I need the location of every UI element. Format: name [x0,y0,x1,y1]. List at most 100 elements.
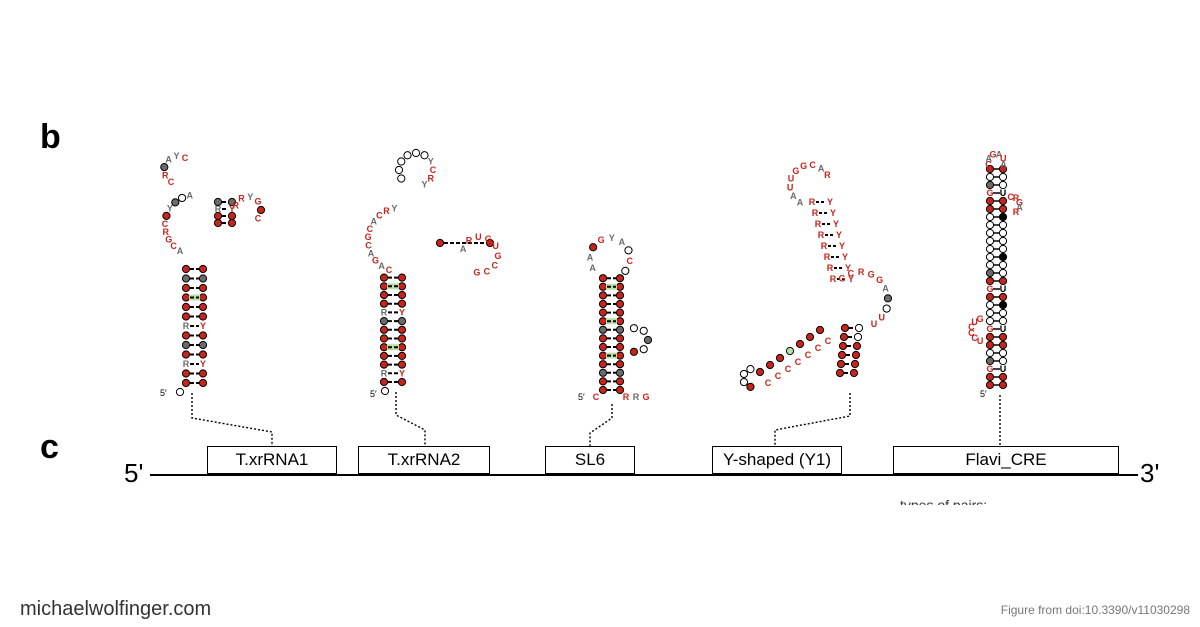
nucleotide-letter: G [838,274,845,284]
nucleotide-dot [739,377,749,387]
nucleotide-letter: U [787,183,794,193]
nucleotide-letter: A [1000,160,1007,170]
nucleotide-dot [615,325,625,334]
nucleotide-dot [598,308,608,317]
nucleotide-dot [181,312,191,321]
nucleotide-letter: R [233,201,240,211]
nucleotide-letter: Y [200,359,206,369]
nucleotide-letter: A [187,190,194,200]
nucleotide-dot [985,276,995,286]
nucleotide-dot [397,334,407,343]
nucleotide-dot [755,367,765,377]
nucleotide-letter: R [1013,193,1020,203]
nucleotide-dot [198,302,208,312]
nucleotide-letter: Y [247,192,253,202]
nucleotide-letter: C [785,364,792,374]
nucleotide-dot [805,332,815,342]
nucleotide-dot [985,244,995,254]
nucleotide-letter: A [818,163,825,173]
nucleotide-dot [998,180,1008,190]
nucleotide-dot [198,274,208,283]
nucleotide-letter: U [1000,324,1007,334]
nucleotide-letter: R [381,368,388,378]
nucleotide-dot [998,252,1008,262]
nucleotide-dot [985,308,995,318]
nucleotide-letter: C [968,322,975,332]
nucleotide-letter: C [971,333,978,343]
nucleotide-letter: Y [399,307,405,317]
nucleotide-letter: A [371,217,378,227]
stem-five-prime-label: 5′ [370,389,377,399]
nucleotide-letter: G [372,256,379,266]
nucleotide-dot [998,300,1008,310]
nucleotide-letter: U [1000,284,1007,294]
nucleotide-dot [598,274,608,283]
nucleotide-dot [379,317,389,326]
nucleotide-dot [998,380,1008,390]
nucleotide-letter: A [996,150,1003,160]
nucleotide-dot [435,238,445,248]
pair-highlight [387,344,399,351]
nucleotide-letter: U [788,174,795,184]
nucleotide-dot [379,351,389,360]
nucleotide-letter: A [177,246,184,256]
nucleotide-letter: U [1000,154,1007,164]
nucleotide-dot [598,325,608,334]
element-box-flavicre: Flavi_CRE [893,446,1119,474]
nucleotide-dot [985,236,995,246]
nucleotide-letter: R [827,263,834,273]
nucleotide-dot [998,292,1008,302]
nucleotide-dot [397,174,406,183]
nucleotide-letter: A [589,263,596,273]
nucleotide-dot [615,360,625,369]
nucleotide-dot [379,282,389,291]
nucleotide-letter: G [792,166,799,176]
nucleotide-letter: Y [827,197,833,207]
nucleotide-dot [624,246,633,255]
nucleotide-letter: U [475,232,482,242]
nucleotide-letter: R [824,252,831,262]
nucleotide-dot [985,252,995,262]
nucleotide-dot [765,360,775,370]
nucleotide-letter: R [183,359,190,369]
nucleotide-letter: C [805,350,812,360]
nucleotide-dot [985,228,995,238]
nucleotide-dot [171,198,180,207]
nucleotide-dot [998,332,1008,342]
nucleotide-dot [198,283,208,293]
nucleotide-letter: A [587,253,594,263]
nucleotide-letter: R [830,274,837,284]
nucleotide-dot [160,162,169,172]
nucleotide-dot [403,151,412,160]
pair-highlight [606,318,617,325]
nucleotide-dot [985,340,995,350]
nucleotide-letter: C [593,392,600,402]
nucleotide-dot [397,343,407,352]
stem-five-prime-label: 5′ [980,389,987,399]
element-box-y1: Y-shaped (Y1) [712,446,842,474]
nucleotide-letter: G [473,268,480,278]
nucleotide-dot [998,372,1008,382]
nucleotide-letter: R [633,392,640,402]
nucleotide-letter: A [460,244,467,254]
nucleotide-letter: Y [836,230,842,240]
nucleotide-dot [181,283,191,293]
nucleotide-letter: U [1000,188,1007,198]
nucleotide-letter: Y [174,151,180,161]
nucleotide-letter: Y [391,203,397,213]
nucleotide-dot [227,218,237,228]
nucleotide-letter: C [815,343,822,353]
nucleotide-dot [985,380,995,390]
nucleotide-dot [397,325,407,334]
element-box-txrrna2: T.xrRNA2 [358,446,490,474]
nucleotide-letter: G [868,269,875,279]
nucleotide-dot [615,342,625,352]
nucleotide-letter: Y [842,252,848,262]
nucleotide-letter: C [491,260,498,270]
nucleotide-dot [397,157,406,166]
three-prime-end-label: 3' [1140,458,1160,488]
nucleotide-dot [985,332,995,342]
